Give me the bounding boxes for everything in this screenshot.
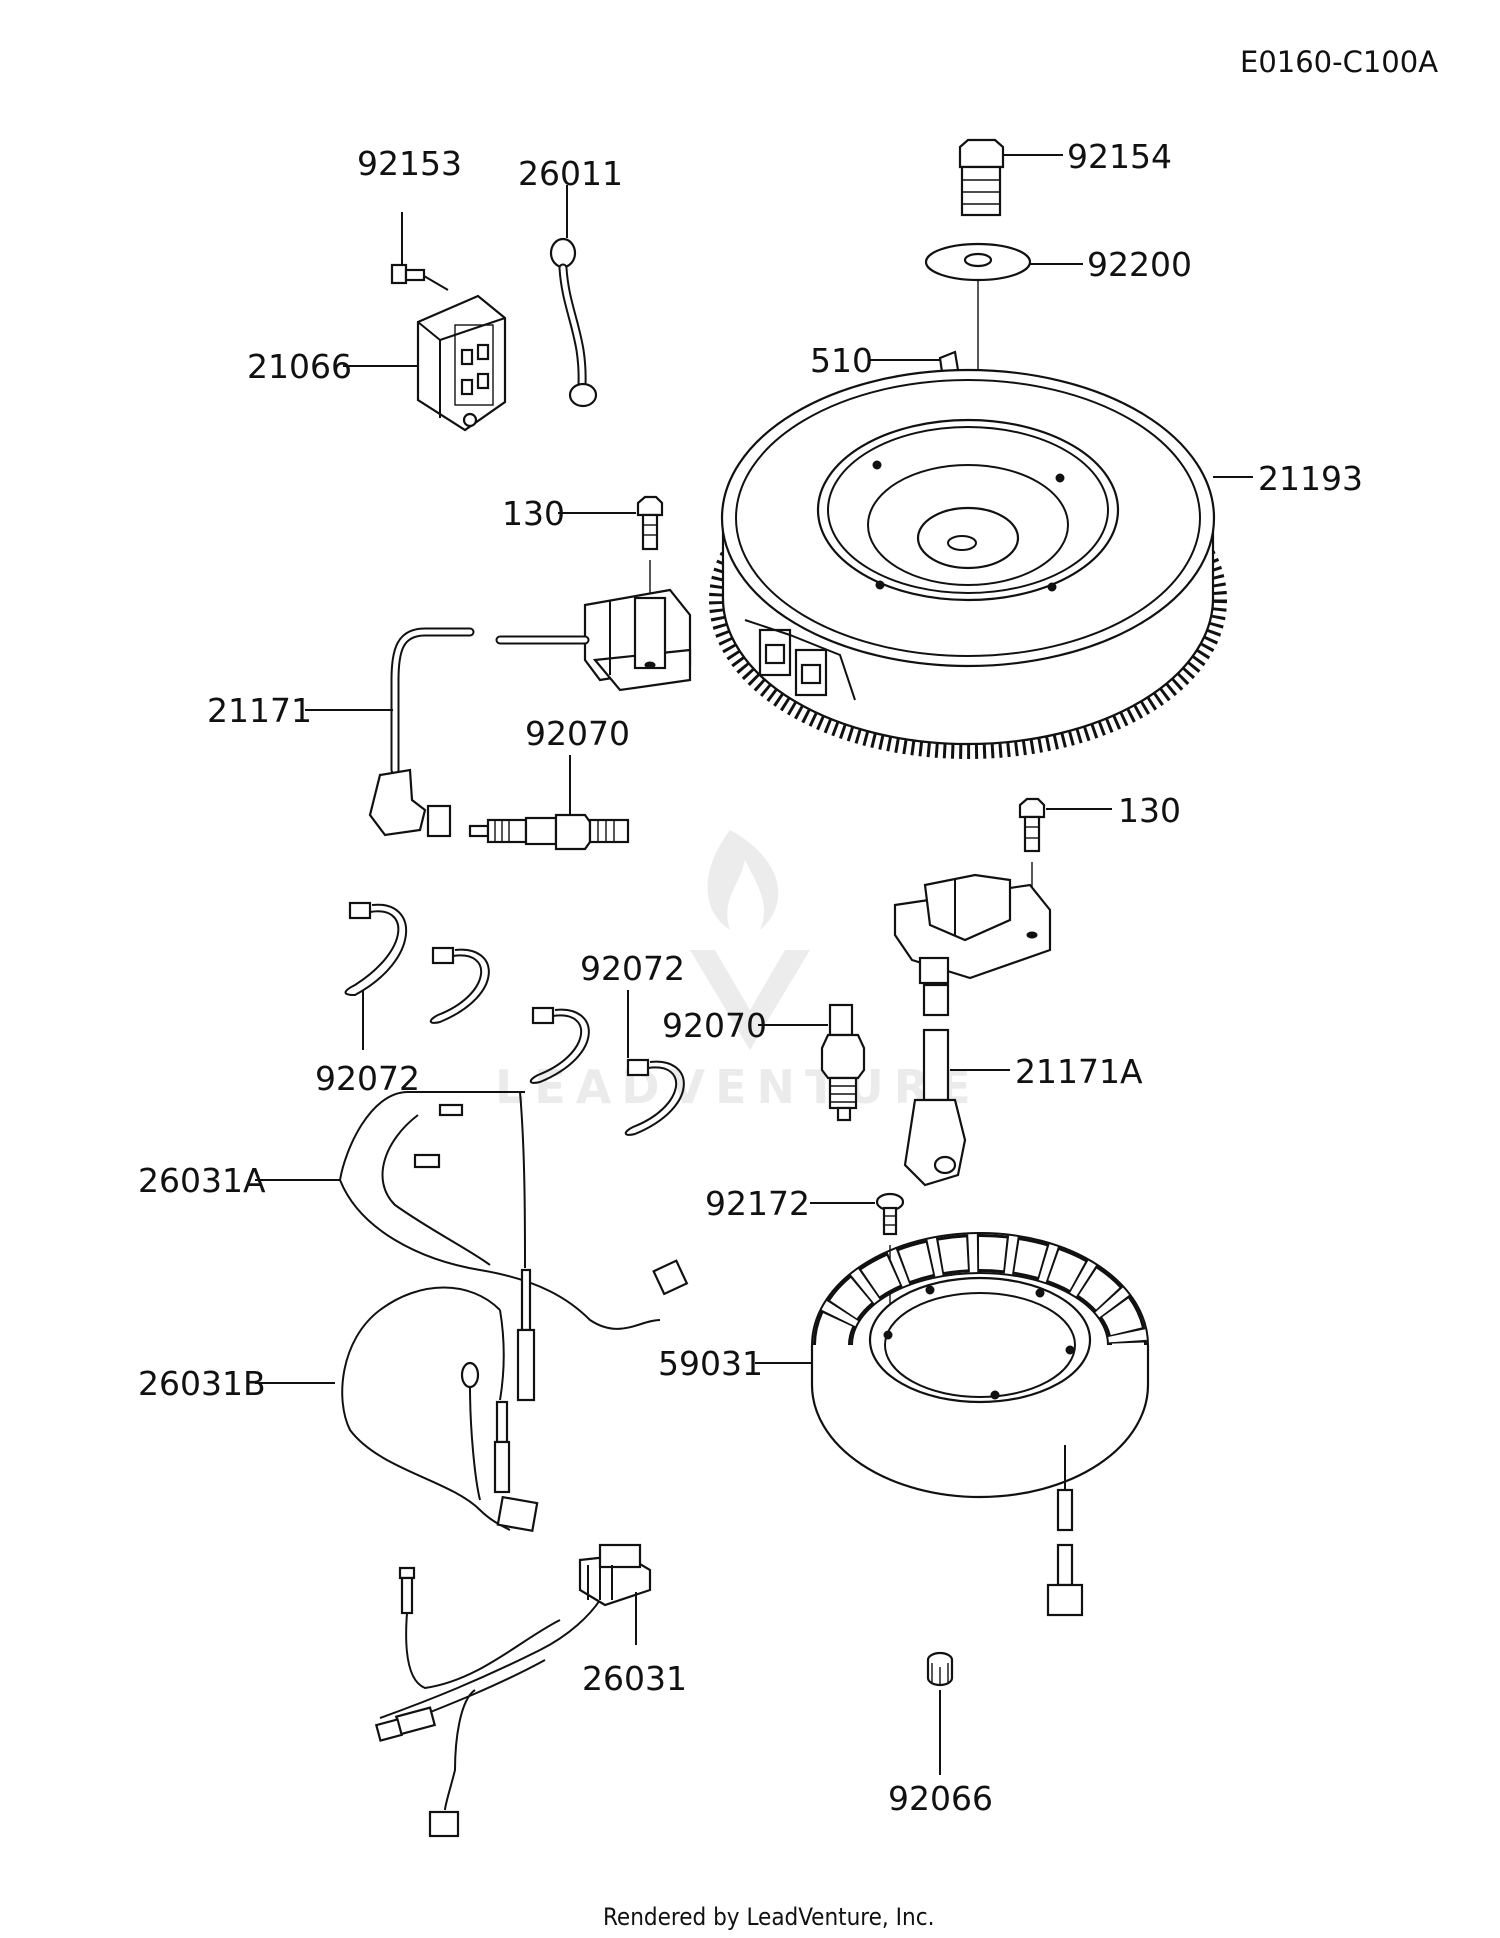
plug-92066	[926, 1651, 954, 1775]
spark-plug-92070-left	[468, 755, 630, 851]
label-130-upper: 130	[502, 494, 565, 533]
label-92200: 92200	[1087, 245, 1192, 284]
harness-26031A	[255, 1091, 689, 1330]
key-510	[870, 350, 960, 374]
ground-lead-26011	[549, 185, 598, 408]
label-92066: 92066	[888, 1779, 993, 1818]
harness-26031B	[255, 1268, 539, 1533]
ignition-coil-21171A	[893, 873, 1052, 1187]
label-510: 510	[810, 341, 873, 380]
bolt-92154	[958, 138, 1063, 217]
label-92153: 92153	[357, 144, 462, 183]
screw-92153	[390, 212, 449, 291]
label-26031B: 26031B	[138, 1364, 266, 1403]
ignition-coil-21171	[305, 588, 692, 838]
label-26011: 26011	[518, 154, 623, 193]
label-21193: 21193	[1258, 459, 1363, 498]
label-92072-right: 92072	[580, 949, 685, 988]
label-92070-right: 92070	[662, 1006, 767, 1045]
bolt-130-lower	[1018, 797, 1112, 890]
flywheel-21193	[709, 368, 1253, 759]
bolt-130-upper	[558, 495, 664, 658]
diagram-code: E0160-C100A	[1240, 45, 1438, 79]
label-26031: 26031	[582, 1659, 687, 1698]
label-130-lower: 130	[1118, 791, 1181, 830]
label-26031A: 26031A	[138, 1161, 266, 1200]
label-92070-left: 92070	[525, 714, 630, 753]
watermark: LEADVENTURE	[495, 830, 981, 1114]
label-92154: 92154	[1067, 137, 1172, 176]
watermark-text: LEADVENTURE	[495, 1060, 981, 1114]
label-21171: 21171	[207, 691, 312, 730]
label-59031: 59031	[658, 1344, 763, 1383]
spark-plug-92070-right	[758, 1003, 866, 1122]
label-21066: 21066	[247, 347, 352, 386]
regulator-21066	[343, 294, 507, 432]
bands-92072	[344, 901, 685, 1136]
harness-26031	[374, 1543, 652, 1838]
stator-59031	[755, 1232, 1150, 1617]
footer-credit: Rendered by LeadVenture, Inc.	[603, 1903, 934, 1931]
label-92172: 92172	[705, 1184, 810, 1223]
label-21171A: 21171A	[1015, 1052, 1143, 1091]
